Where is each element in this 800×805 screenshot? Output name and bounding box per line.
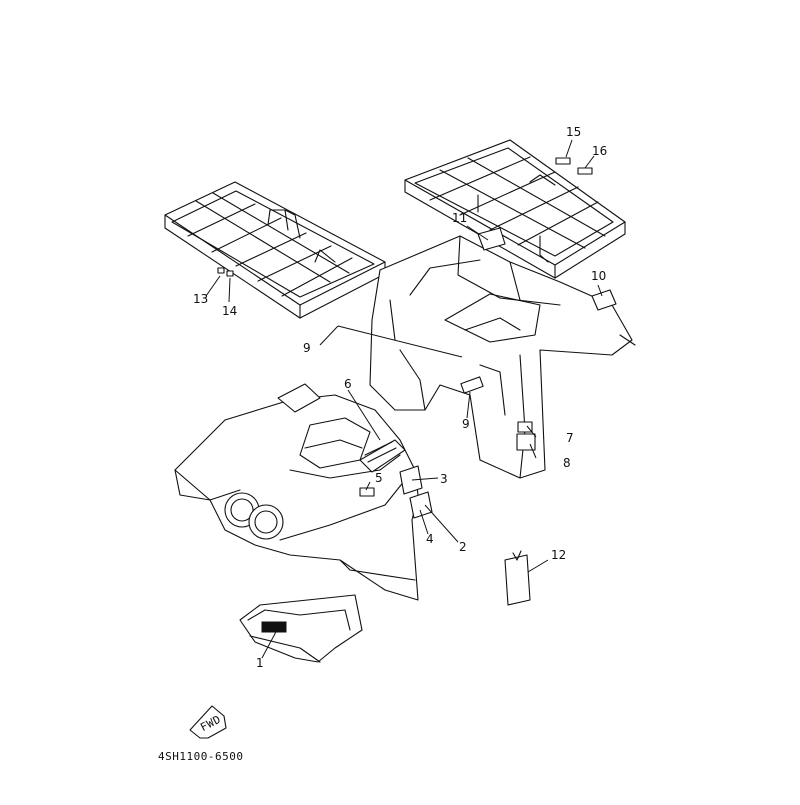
callout-numbers: 1 2 3 4 5 6 7 8 9 9 10 11 12 13 14 15 16 [193,125,607,670]
callout-11: 11 [452,211,467,225]
rear-carrier-rack [404,139,626,279]
rear-fender [369,227,636,479]
front-panel [239,594,363,663]
callout-14: 14 [222,304,237,318]
callout-4: 4 [426,532,434,546]
callout-9-rear: 9 [462,417,470,431]
fwd-arrow-icon: FWD [189,705,227,739]
callout-13: 13 [193,292,208,306]
front-fender [174,383,433,601]
callout-1: 1 [256,656,264,670]
callout-7: 7 [566,431,574,445]
callout-12: 12 [551,548,566,562]
callout-8: 8 [563,456,571,470]
front-carrier-rack [164,181,386,319]
callout-15: 15 [566,125,581,139]
callout-3: 3 [440,472,448,486]
leader-lines [205,139,603,659]
callout-10: 10 [591,269,606,283]
part-code: 4SH1100-6500 [158,750,243,763]
callout-16: 16 [592,144,607,158]
callout-5: 5 [375,471,383,485]
callout-2: 2 [459,540,467,554]
callout-6: 6 [344,377,352,391]
warning-label [504,550,531,606]
callout-9-front: 9 [303,341,311,355]
